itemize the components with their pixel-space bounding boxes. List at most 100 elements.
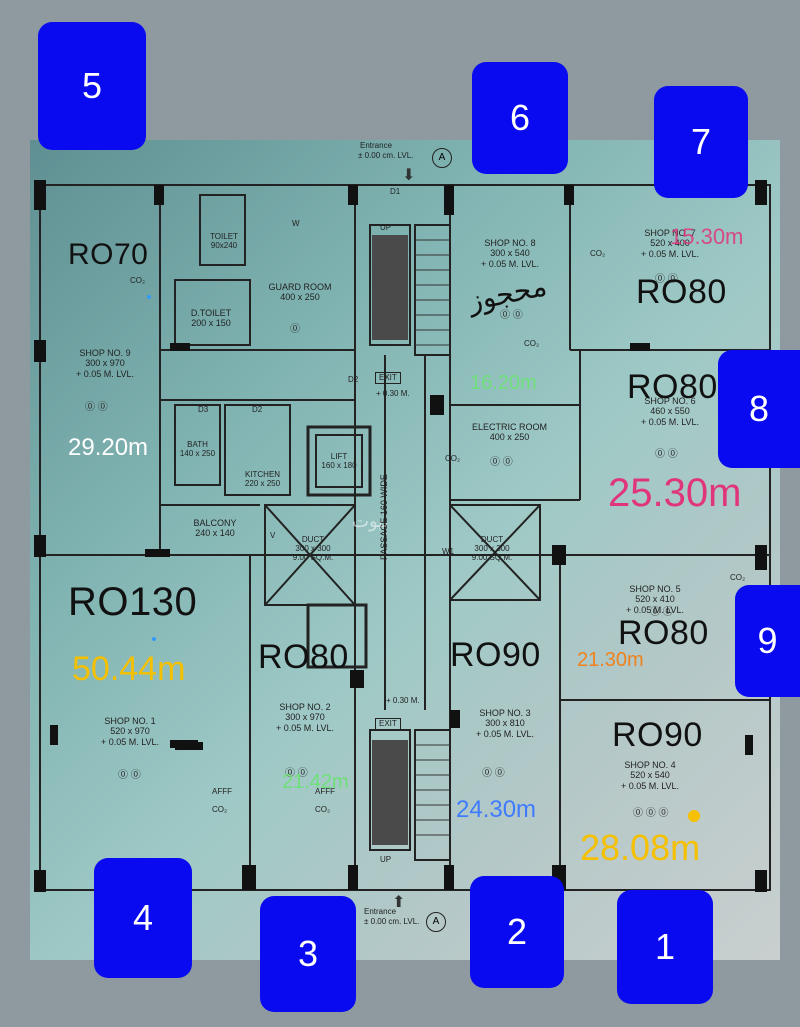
light-fixture-icon: ⓪ ⓪ xyxy=(490,457,513,468)
shop8-dims: 300 x 540 xyxy=(490,248,530,259)
marker-dot-icon xyxy=(152,637,156,641)
shop3-dims: 300 x 810 xyxy=(485,718,525,729)
duct1-info: DUCT 300 x 300 9.00 SQ.M. xyxy=(288,535,338,563)
kitchen-dims: 220 x 250 xyxy=(244,479,281,489)
unit-badge-3[interactable]: 3 xyxy=(260,896,356,1012)
price-ro90-shop4: RO90 xyxy=(612,716,703,754)
shop2-level: + 0.05 M. LVL. xyxy=(275,722,335,733)
entrance-top-level: ± 0.00 cm. LVL. xyxy=(358,151,414,160)
stair-up-top: UP xyxy=(380,223,392,232)
shop3-name: SHOP NO. 3 xyxy=(479,708,531,718)
toilet-info: TOILET 90x240 xyxy=(202,232,246,250)
shop3-level: + 0.05 M. LVL. xyxy=(475,728,535,739)
area-shop8: 16.20m xyxy=(470,372,537,394)
shop3-info: SHOP NO. 3 300 x 810 + 0.05 M. LVL. xyxy=(465,708,545,739)
stair-up-bottom: UP xyxy=(380,855,392,864)
shop7-info: SHOP NO. 7 520 x 400 + 0.05 M. LVL. xyxy=(630,228,710,259)
shop5-info: SHOP NO. 5 520 x 410 + 0.05 M. LVL. xyxy=(615,584,695,615)
price-ro130: RO130 xyxy=(68,580,198,624)
co2-label-shop1: CO₂ xyxy=(212,805,228,814)
electric-room-info: ELECTRIC ROOM 400 x 250 xyxy=(462,422,557,443)
marker-dot-icon xyxy=(147,295,151,299)
area-shop4: 28.08m xyxy=(580,827,701,868)
level-030-top: + 0.30 M. xyxy=(376,389,410,398)
shop5-level: + 0.05 M. LVL. xyxy=(625,604,685,615)
door-d2-b: D2 xyxy=(252,405,263,414)
shop9-name: SHOP NO. 9 xyxy=(79,348,131,358)
duct1-name: DUCT xyxy=(301,535,325,544)
unit-badge-8[interactable]: 8 xyxy=(718,350,800,468)
unit-badge-2[interactable]: 2 xyxy=(470,876,564,988)
unit-badge-1[interactable]: 1 xyxy=(617,890,713,1004)
guard-room-name: GUARD ROOM xyxy=(268,282,332,292)
shop6-dims: 460 x 550 xyxy=(650,406,690,417)
d-toilet-name: D.TOILET xyxy=(190,308,232,318)
shop8-level: + 0.05 M. LVL. xyxy=(480,258,540,269)
shop8-info: SHOP NO. 8 300 x 540 + 0.05 M. LVL. xyxy=(470,238,550,269)
bath-dims: 140 x 250 xyxy=(179,449,216,459)
afff-label-shop2: AFFF xyxy=(315,787,335,796)
section-marker-bottom: A xyxy=(426,912,446,932)
co2-label-shop8: CO₂ xyxy=(524,339,540,348)
shop6-level: + 0.05 M. LVL. xyxy=(640,416,700,427)
level-030-bottom: + 0.30 M. xyxy=(386,696,420,705)
price-ro80-shop7: RO80 xyxy=(636,273,727,311)
door-d1-top: D1 xyxy=(390,187,401,196)
light-fixture-icon: ⓪ ⓪ xyxy=(655,449,678,460)
exit-sign-top: EXIT xyxy=(375,372,401,384)
co2-label-shop9: CO₂ xyxy=(130,276,146,285)
light-fixture-icon: ⓪ ⓪ xyxy=(482,768,505,779)
co2-label-electric: CO₂ xyxy=(445,454,461,463)
area-shop5: 21.30m xyxy=(577,649,644,671)
electric-room-dims: 400 x 250 xyxy=(489,432,530,443)
shop9-info: SHOP NO. 9 300 x 970 + 0.05 M. LVL. xyxy=(60,348,150,379)
price-ro80-shop2: RO80 xyxy=(258,638,349,676)
window-w: W xyxy=(292,219,300,228)
light-fixture-icon: ⓪ ⓪ xyxy=(500,310,523,321)
section-marker-top: A xyxy=(432,148,452,168)
shop9-dims: 300 x 970 xyxy=(85,358,125,369)
shop6-name: SHOP NO. 6 xyxy=(644,396,696,406)
guard-room-info: GUARD ROOM 400 x 250 xyxy=(260,282,340,303)
shop5-name: SHOP NO. 5 xyxy=(629,584,681,594)
unit-badge-9[interactable]: 9 xyxy=(735,585,800,697)
watermark-text: بيوت xyxy=(352,511,389,531)
door-d2-a: D2 xyxy=(348,375,359,384)
area-shop7: 15.30m xyxy=(670,224,744,249)
location-dot-icon xyxy=(688,810,700,822)
unit-badge-5[interactable]: 5 xyxy=(38,22,146,150)
shop1-name: SHOP NO. 1 xyxy=(104,716,156,726)
lift-dims: 160 x 180 xyxy=(321,461,357,471)
area-shop9: 29.20m xyxy=(68,434,149,461)
d-toilet-dims: 200 x 150 xyxy=(191,318,231,329)
area-shop3: 24.30m xyxy=(456,796,537,823)
light-fixture-icon: ⓪ ⓪ xyxy=(118,770,141,781)
duct1-level: 9.00 SQ.M. xyxy=(292,553,334,563)
duct2-name: DUCT xyxy=(480,535,504,544)
panel-icon xyxy=(175,742,203,750)
shop7-dims: 520 x 400 xyxy=(650,238,690,249)
shop8-name: SHOP NO. 8 xyxy=(484,238,536,248)
shop4-name: SHOP NO. 4 xyxy=(624,760,676,770)
bath-info: BATH 140 x 250 xyxy=(175,440,220,458)
unit-badge-6[interactable]: 6 xyxy=(472,62,568,174)
area-shop6: 25.30m xyxy=(608,471,742,515)
entrance-top-label: Entrance xyxy=(360,141,393,150)
duct2-level: 9.00 SQ.M. xyxy=(471,553,513,563)
light-fixture-icon: ⓪ ⓪ xyxy=(85,402,108,413)
shop1-dims: 520 x 970 xyxy=(110,726,150,737)
shop4-dims: 520 x 540 xyxy=(630,770,670,781)
shop5-dims: 520 x 410 xyxy=(635,594,675,605)
unit-badge-7[interactable]: 7 xyxy=(654,86,748,198)
shop1-info: SHOP NO. 1 520 x 970 + 0.05 M. LVL. xyxy=(90,716,170,747)
door-d3: D3 xyxy=(198,405,209,414)
duct2-dims: 300 x 300 xyxy=(474,544,510,554)
unit-badge-4[interactable]: 4 xyxy=(94,858,192,978)
shop6-info: SHOP NO. 6 460 x 550 + 0.05 M. LVL. xyxy=(630,396,710,427)
price-ro80-shop6: RO80 xyxy=(627,368,718,406)
price-ro70: RO70 xyxy=(68,238,149,271)
bath-name: BATH xyxy=(187,440,208,449)
arrow-up-icon: ⬆ xyxy=(392,894,406,911)
entrance-bottom-label: Entrance xyxy=(364,907,397,916)
floor-plan-sheet: بيوت Entrance ± 0.00 cm. LVL. A ⬇ Entran… xyxy=(30,140,780,960)
